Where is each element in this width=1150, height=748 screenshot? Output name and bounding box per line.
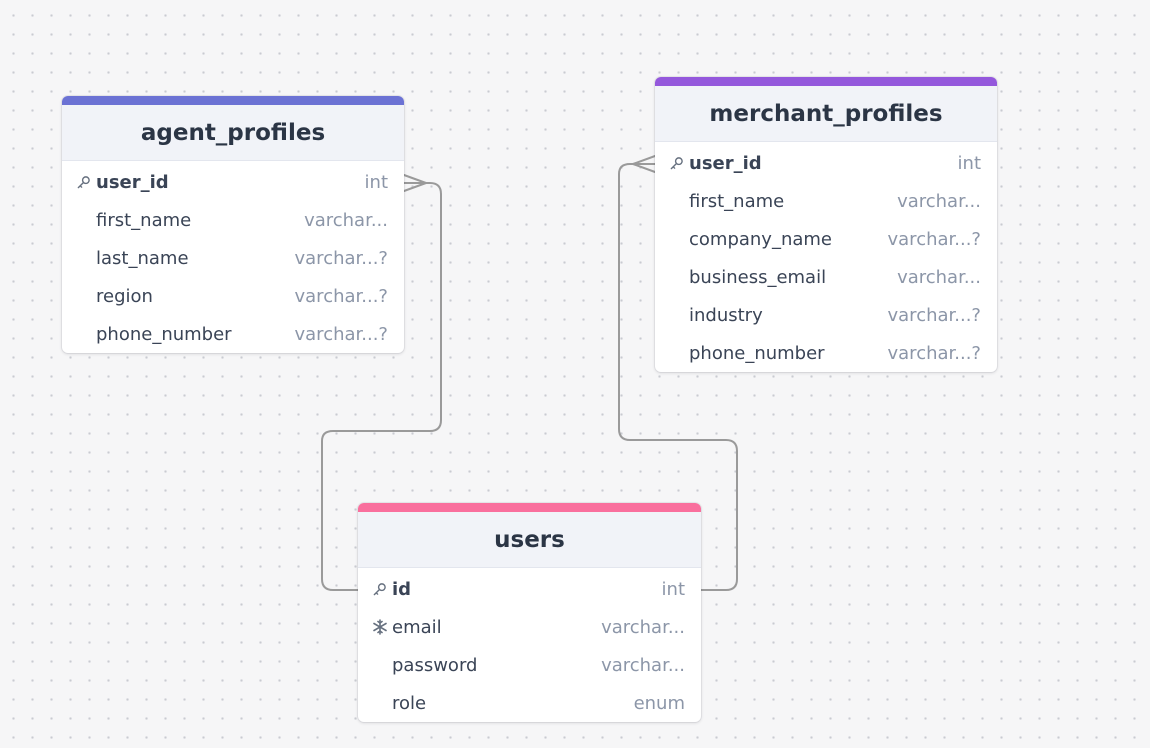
table-users[interactable]: users id int email varchar... password varcha… (358, 503, 701, 722)
field-list: id int email varchar... password varchar... ro… (358, 568, 701, 722)
field-type: varchar... (897, 190, 981, 212)
crowfoot-many-agent-profiles (403, 174, 427, 192)
field-row[interactable]: industry varchar...? (655, 296, 997, 334)
field-row[interactable]: id int (358, 570, 701, 608)
field-name: industry (689, 304, 763, 326)
field-name: password (392, 654, 478, 676)
table-title[interactable]: merchant_profiles (655, 86, 997, 142)
table-title[interactable]: users (358, 512, 701, 568)
field-list: user_id int first_name varchar... company_na… (655, 142, 997, 372)
field-row[interactable]: email varchar... (358, 608, 701, 646)
field-icon-placeholder (669, 343, 689, 363)
key-icon (669, 153, 689, 173)
field-type: int (364, 171, 388, 193)
table-title[interactable]: agent_profiles (62, 105, 404, 161)
field-type: varchar...? (887, 342, 982, 364)
field-row[interactable]: role enum (358, 684, 701, 722)
field-name: email (392, 616, 442, 638)
field-type: varchar... (601, 654, 685, 676)
field-name: user_id (96, 171, 169, 193)
table-accent-bar (62, 96, 404, 105)
field-row[interactable]: phone_number varchar...? (62, 315, 404, 353)
field-name: role (392, 692, 427, 714)
field-type: varchar... (897, 266, 981, 288)
field-name: last_name (96, 247, 189, 269)
field-name: company_name (689, 228, 833, 250)
field-row[interactable]: user_id int (655, 144, 997, 182)
field-row[interactable]: company_name varchar...? (655, 220, 997, 258)
field-type: varchar...? (887, 228, 982, 250)
field-name: first_name (96, 209, 192, 231)
field-name: business_email (689, 266, 827, 288)
field-icon-placeholder (76, 286, 96, 306)
field-row[interactable]: business_email varchar... (655, 258, 997, 296)
field-name: phone_number (689, 342, 825, 364)
key-icon (372, 579, 392, 599)
field-icon-placeholder (669, 305, 689, 325)
field-row[interactable]: phone_number varchar...? (655, 334, 997, 372)
field-row[interactable]: region varchar...? (62, 277, 404, 315)
field-name: region (96, 285, 153, 307)
field-row[interactable]: first_name varchar... (655, 182, 997, 220)
crowfoot-many-merchant-profiles (632, 155, 656, 173)
field-type: varchar...? (887, 304, 982, 326)
field-type: varchar... (304, 209, 388, 231)
field-row[interactable]: first_name varchar... (62, 201, 404, 239)
field-name: user_id (689, 152, 762, 174)
field-icon-placeholder (76, 324, 96, 344)
field-icon-placeholder (669, 191, 689, 211)
field-icon-placeholder (372, 655, 392, 675)
field-icon-placeholder (372, 693, 392, 713)
field-icon-placeholder (669, 229, 689, 249)
table-accent-bar (358, 503, 701, 512)
field-name: phone_number (96, 323, 232, 345)
field-type: varchar... (601, 616, 685, 638)
field-row[interactable]: last_name varchar...? (62, 239, 404, 277)
field-icon-placeholder (76, 248, 96, 268)
field-icon-placeholder (76, 210, 96, 230)
field-type: varchar...? (294, 323, 389, 345)
table-accent-bar (655, 77, 997, 86)
field-name: id (392, 578, 412, 600)
unique-snowflake-icon (372, 617, 392, 637)
field-type: enum (633, 692, 685, 714)
field-type: varchar...? (294, 285, 389, 307)
key-icon (76, 172, 96, 192)
field-icon-placeholder (669, 267, 689, 287)
field-row[interactable]: password varchar... (358, 646, 701, 684)
field-type: varchar...? (294, 247, 389, 269)
field-type: int (661, 578, 685, 600)
field-type: int (957, 152, 981, 174)
field-name: first_name (689, 190, 785, 212)
field-row[interactable]: user_id int (62, 163, 404, 201)
